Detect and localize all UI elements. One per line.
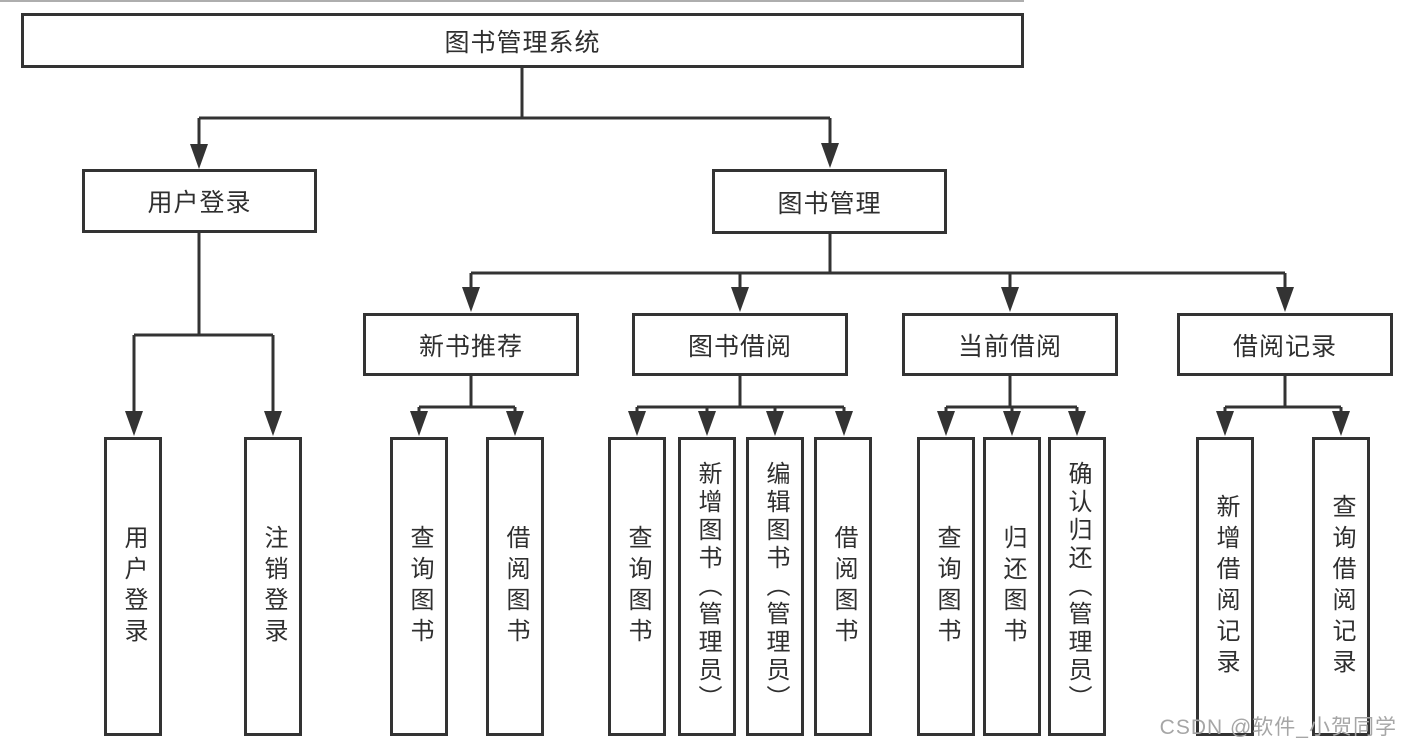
leaf-add-borrow-record: 新增借阅记录 bbox=[1196, 437, 1254, 736]
arrowhead bbox=[462, 287, 480, 312]
top-edge-line bbox=[0, 0, 1024, 2]
arrowhead bbox=[1001, 287, 1019, 312]
arrowhead bbox=[125, 411, 143, 436]
leaf-edit-books-admin: 编辑图书（管理员） bbox=[746, 437, 804, 736]
arrowhead bbox=[1068, 411, 1086, 436]
connector-recommend bbox=[417, 376, 517, 418]
node-book-borrow: 图书借阅 bbox=[632, 313, 848, 376]
leaf-add-books-admin: 新增图书（管理员） bbox=[678, 437, 736, 736]
leaf-confirm-return-admin: 确认归还（管理员） bbox=[1048, 437, 1106, 736]
leaf-query-books-current: 查询图书 bbox=[917, 437, 975, 736]
node-new-book-recommend: 新书推荐 bbox=[363, 313, 579, 376]
arrowhead bbox=[1332, 411, 1350, 436]
arrowhead bbox=[190, 144, 208, 169]
leaf-borrow-books: 借阅图书 bbox=[814, 437, 872, 736]
arrowhead bbox=[628, 411, 646, 436]
arrowhead bbox=[410, 411, 428, 436]
leaf-logout: 注销登录 bbox=[244, 437, 302, 736]
arrowhead bbox=[821, 143, 839, 168]
connector-login bbox=[132, 233, 275, 418]
arrowhead bbox=[1216, 411, 1234, 436]
leaf-query-books-recommend: 查询图书 bbox=[390, 437, 448, 736]
arrowhead bbox=[506, 411, 524, 436]
connector-root bbox=[197, 67, 832, 150]
leaf-query-books-borrow: 查询图书 bbox=[608, 437, 666, 736]
leaf-query-borrow-record: 查询借阅记录 bbox=[1312, 437, 1370, 736]
node-root: 图书管理系统 bbox=[21, 13, 1024, 68]
node-current-borrow: 当前借阅 bbox=[902, 313, 1118, 376]
arrowhead bbox=[1003, 411, 1021, 436]
arrowhead bbox=[937, 411, 955, 436]
csdn-watermark: CSDN @软件_小贺同学 bbox=[1159, 716, 1397, 739]
node-book-management: 图书管理 bbox=[712, 169, 947, 234]
leaf-borrow-books-recommend: 借阅图书 bbox=[486, 437, 544, 736]
connector-records bbox=[1223, 376, 1343, 418]
arrowhead bbox=[1276, 287, 1294, 312]
arrowhead bbox=[731, 287, 749, 312]
connector-management bbox=[469, 234, 1287, 294]
connector-borrow bbox=[635, 376, 846, 418]
arrowhead bbox=[264, 411, 282, 436]
arrowhead bbox=[766, 411, 784, 436]
leaf-user-login: 用户登录 bbox=[104, 437, 162, 736]
node-borrow-records: 借阅记录 bbox=[1177, 313, 1393, 376]
arrowhead bbox=[835, 411, 853, 436]
node-user-login: 用户登录 bbox=[82, 169, 317, 233]
arrowhead bbox=[698, 411, 716, 436]
leaf-return-books: 归还图书 bbox=[983, 437, 1041, 736]
